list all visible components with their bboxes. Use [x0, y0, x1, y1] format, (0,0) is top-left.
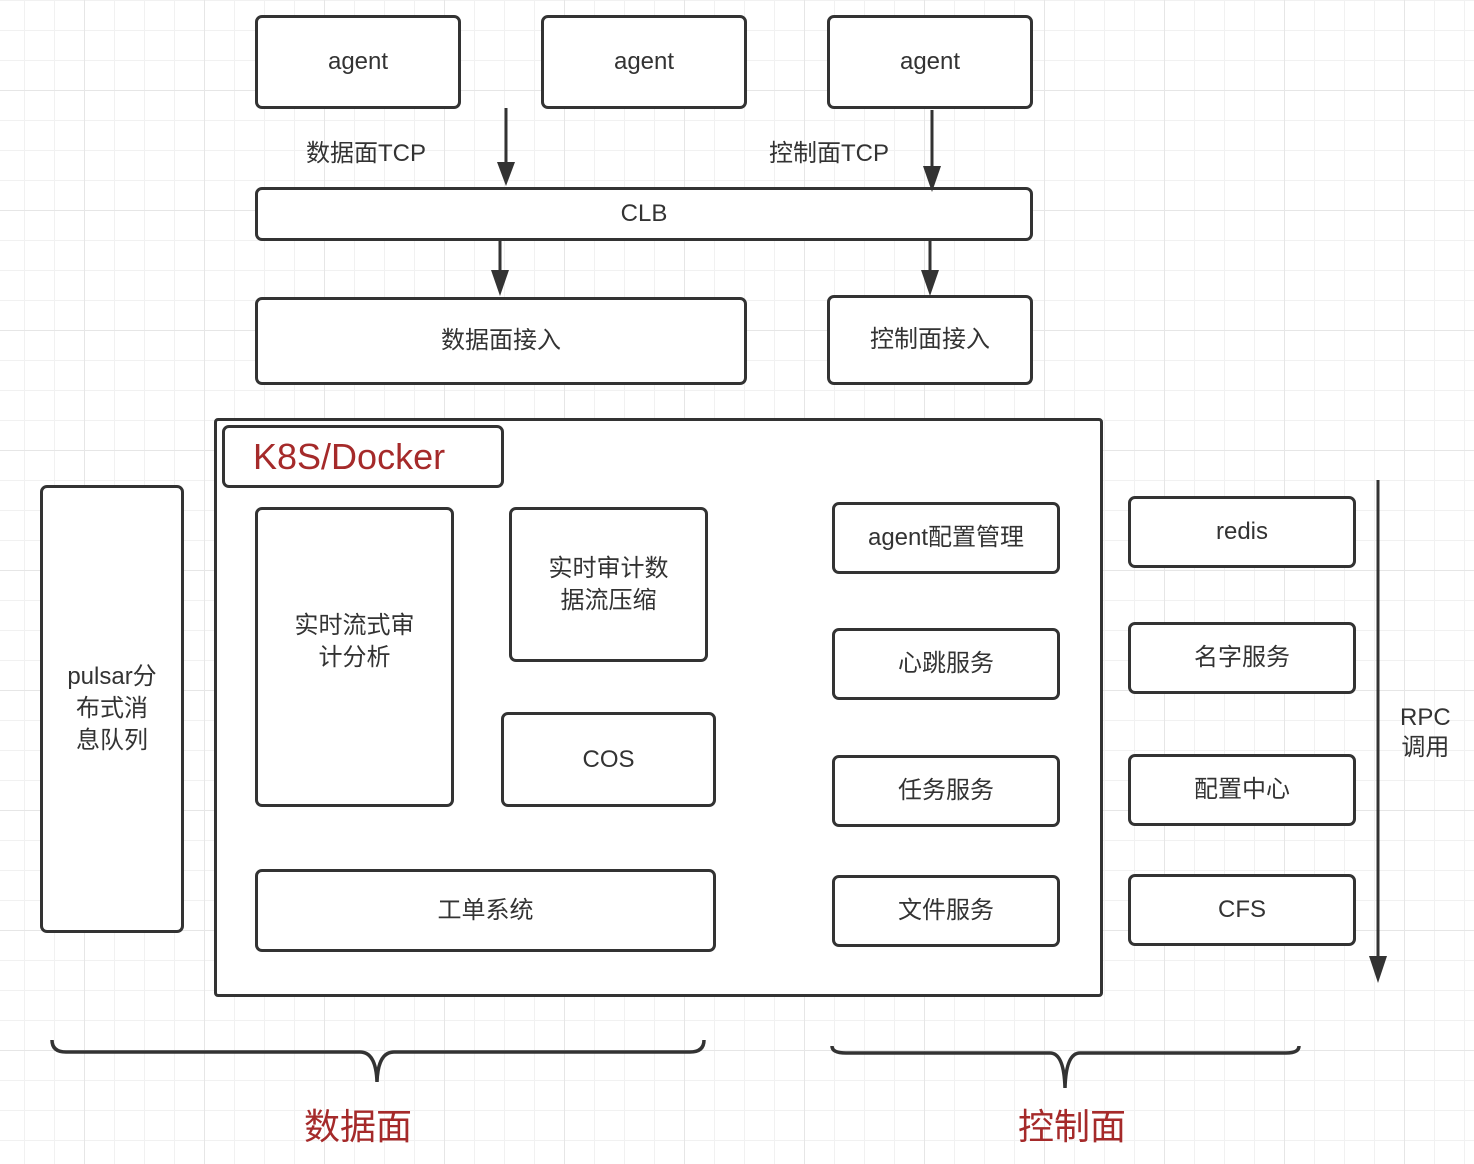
- control-access-label: 控制面接入: [870, 326, 990, 353]
- agent-box-1[interactable]: agent: [255, 15, 461, 109]
- arrow-head-icon: [491, 270, 509, 296]
- agent-box-2[interactable]: agent: [541, 15, 747, 109]
- container-title-box: K8S/Docker: [222, 425, 504, 488]
- data-access-label: 数据面接入: [441, 327, 561, 354]
- cos-label: COS: [582, 745, 635, 773]
- arrow-head-icon: [497, 162, 515, 186]
- control-plane-group-label: 控制面: [1018, 1106, 1127, 1147]
- compression-label: 实时审计数 据流压缩: [548, 554, 669, 614]
- agent-label: agent: [613, 48, 675, 75]
- name-service-box[interactable]: 名字服务: [1128, 622, 1356, 694]
- control-plane-brace: [830, 1045, 1301, 1089]
- pulsar-label: pulsar分 布式消 息队列: [67, 663, 157, 754]
- redis-box[interactable]: redis: [1128, 496, 1356, 568]
- agent-label: agent: [327, 48, 389, 75]
- clb-label: CLB: [620, 200, 668, 227]
- stream-analysis-label: 实时流式审 计分析: [294, 612, 415, 671]
- clb-box[interactable]: CLB: [255, 187, 1033, 241]
- control-service-label: 文件服务: [898, 897, 994, 924]
- control-service-label: 心跳服务: [898, 650, 994, 677]
- external-service-label: 配置中心: [1194, 776, 1290, 803]
- heartbeat-service-box[interactable]: 心跳服务: [832, 628, 1060, 700]
- container-title: K8S/Docker: [253, 435, 446, 477]
- agent-label: agent: [899, 48, 961, 75]
- rpc-call-label: RPC 调用: [1400, 704, 1451, 761]
- data-plane-brace: [50, 1039, 706, 1083]
- data-plane-tcp-label: 数据面TCP: [306, 140, 426, 167]
- compression-box[interactable]: 实时审计数 据流压缩: [509, 507, 708, 662]
- control-plane-tcp-label: 控制面TCP: [769, 140, 889, 167]
- config-center-box[interactable]: 配置中心: [1128, 754, 1356, 826]
- agent-config-box[interactable]: agent配置管理: [832, 502, 1060, 574]
- ticket-system-label: 工单系统: [437, 896, 534, 924]
- file-service-box[interactable]: 文件服务: [832, 875, 1060, 947]
- arrow-head-icon: [921, 270, 939, 296]
- cfs-box[interactable]: CFS: [1128, 874, 1356, 946]
- external-service-label: redis: [1215, 518, 1269, 545]
- control-access-box[interactable]: 控制面接入: [827, 295, 1033, 385]
- external-service-label: CFS: [1218, 896, 1266, 923]
- arrow-head-icon: [1369, 956, 1387, 983]
- agent-box-3[interactable]: agent: [827, 15, 1033, 109]
- ticket-system-box[interactable]: 工单系统: [255, 869, 716, 952]
- data-access-box[interactable]: 数据面接入: [255, 297, 747, 385]
- stream-analysis-box[interactable]: 实时流式审 计分析: [255, 507, 454, 807]
- data-plane-group-label: 数据面: [304, 1106, 413, 1147]
- cos-box[interactable]: COS: [501, 712, 716, 807]
- external-service-label: 名字服务: [1194, 644, 1290, 671]
- control-service-label: 任务服务: [898, 777, 994, 804]
- pulsar-queue-box[interactable]: pulsar分 布式消 息队列: [40, 485, 184, 933]
- control-service-label: agent配置管理: [867, 524, 1025, 551]
- task-service-box[interactable]: 任务服务: [832, 755, 1060, 827]
